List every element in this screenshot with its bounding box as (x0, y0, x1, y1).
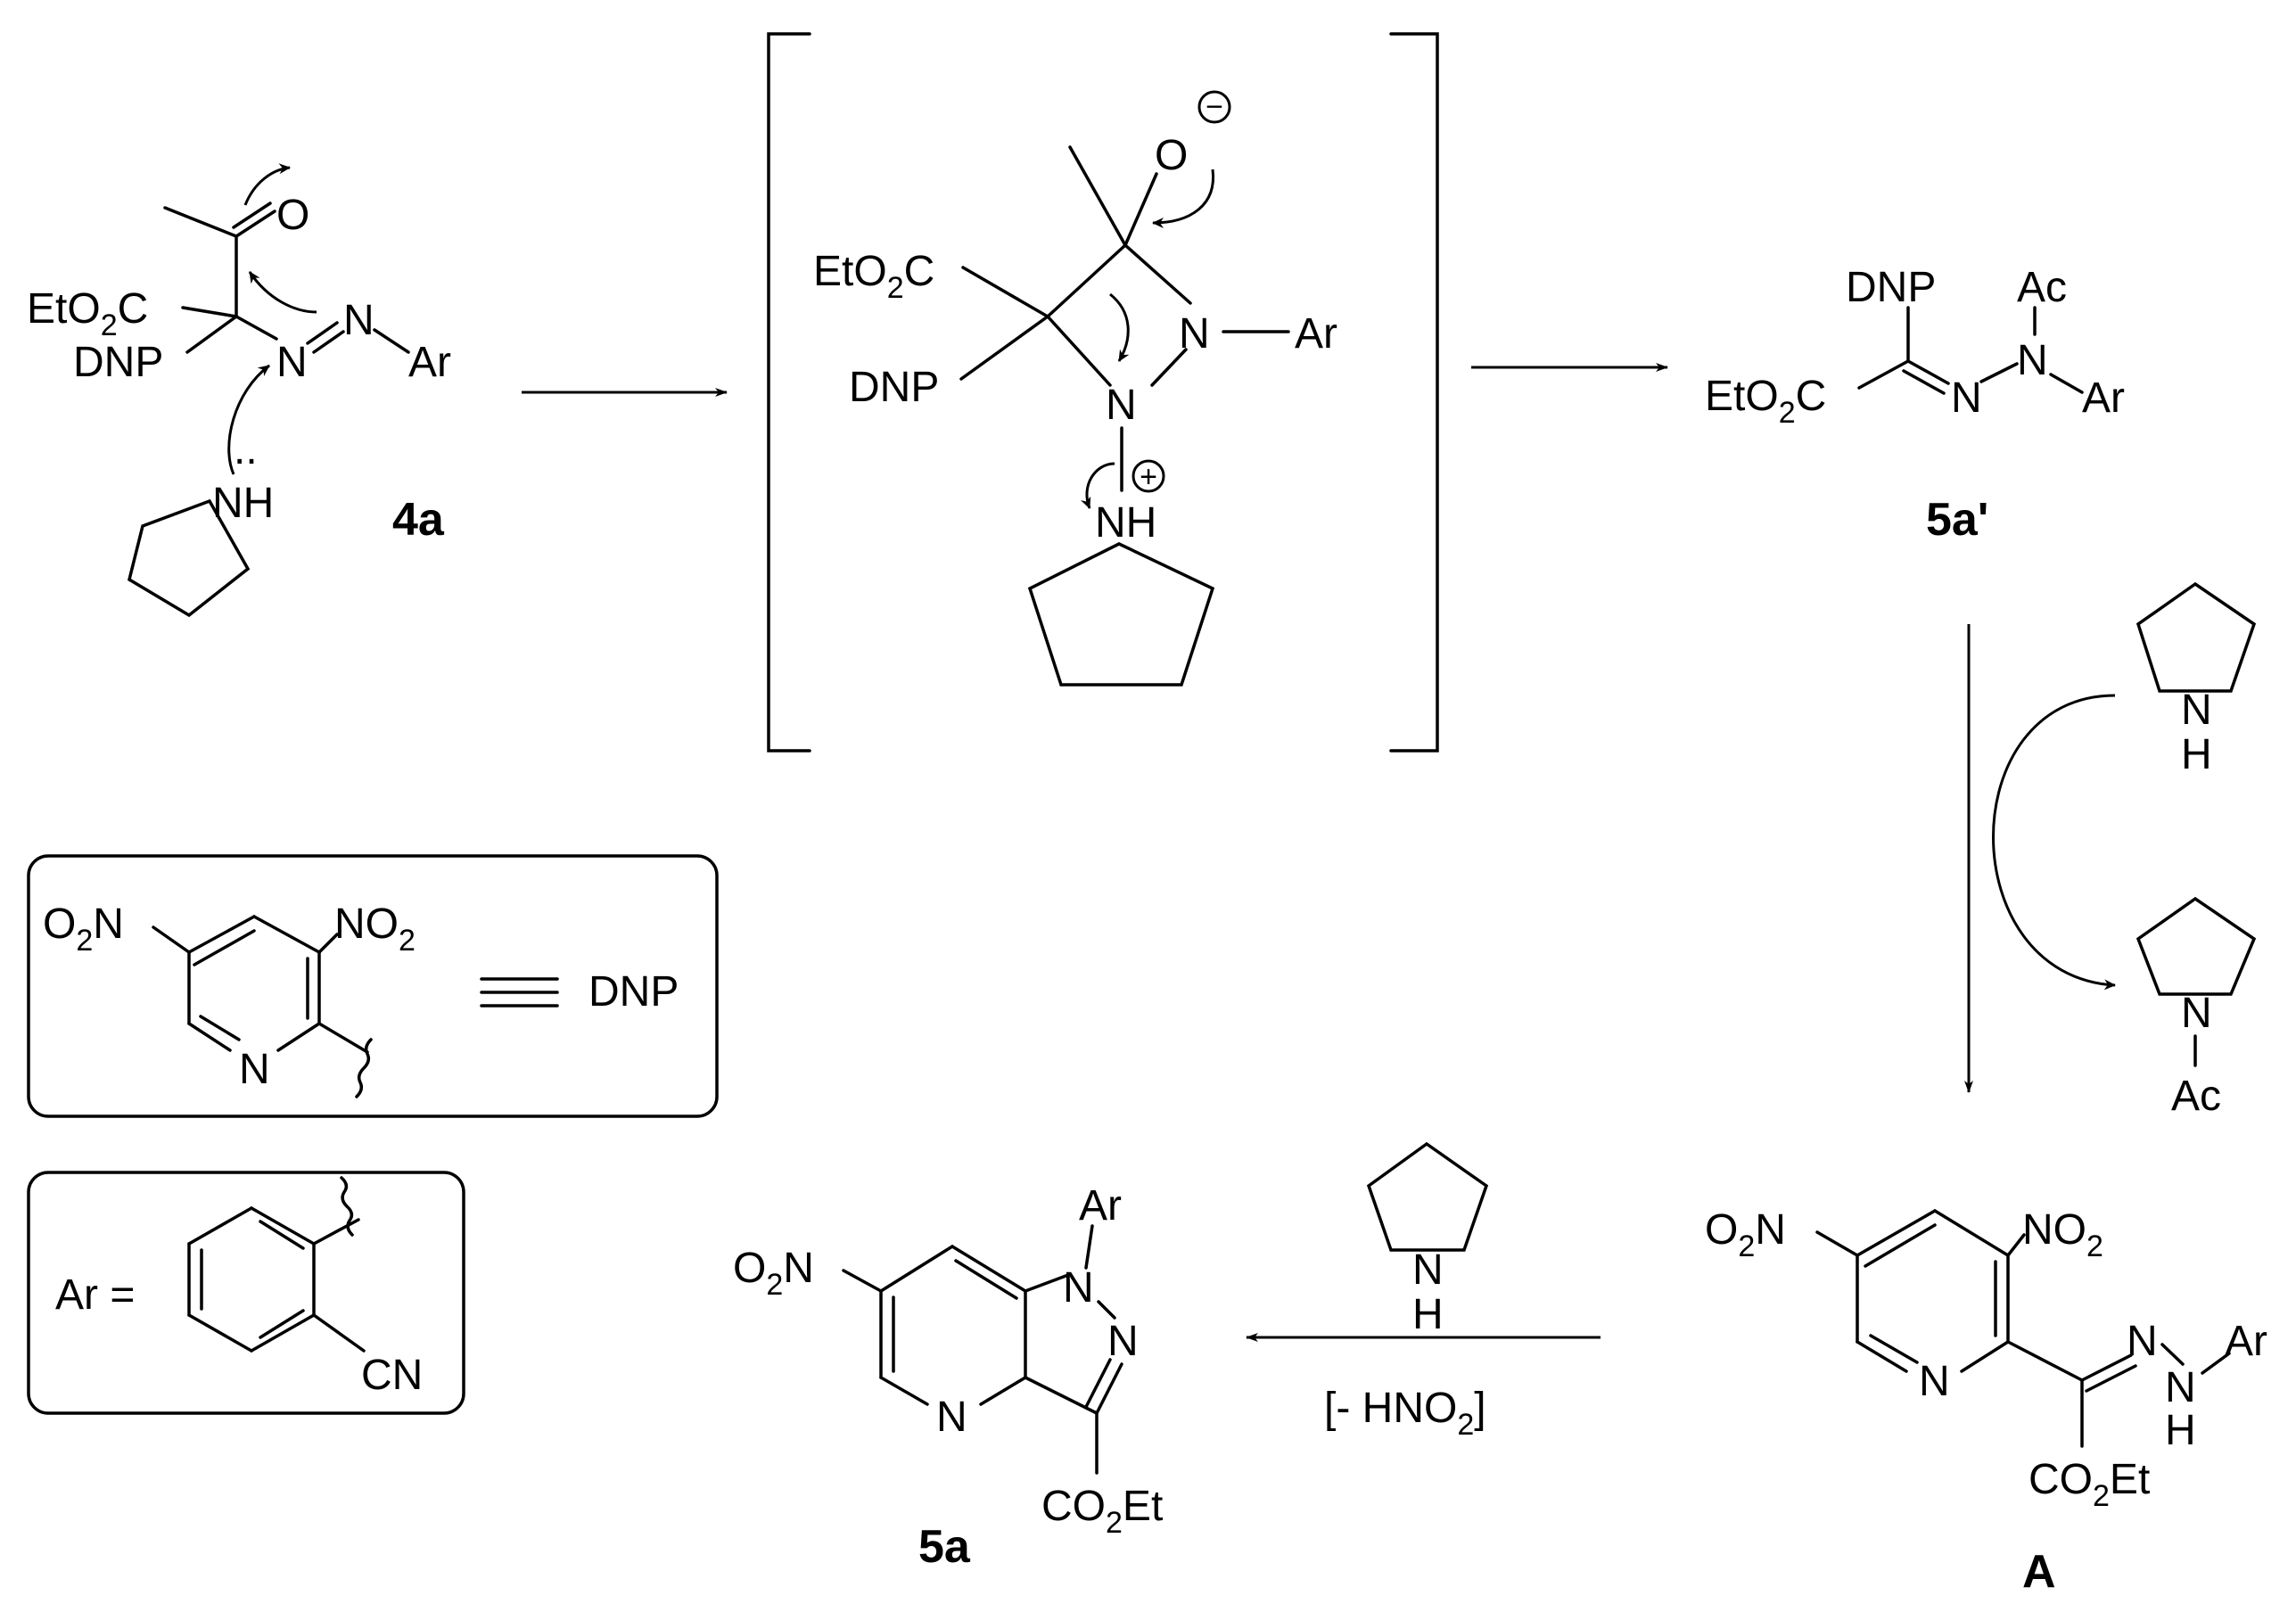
c5ap-ac: Ac (2017, 264, 2067, 311)
c5a-o2n: O2N (733, 1245, 814, 1302)
int-plus: + (1140, 460, 1157, 494)
c5ap-n1: N (1951, 374, 1982, 422)
c4a-curly-arrow-1 (243, 163, 291, 206)
int-curly-arrow-3 (1080, 462, 1115, 509)
legend-dnp-wavy-bond (355, 1038, 373, 1098)
pyrrolidine-acetyl-ring (2136, 896, 2257, 996)
a-co2et: CO2Et (2029, 1456, 2150, 1513)
pyrrolidine-reagent-top: N H (2136, 581, 2257, 778)
c5a-n1: N (1063, 1264, 1094, 1312)
pyrrolidine-mid-h: H (1412, 1291, 1444, 1338)
c4a-oxygen: O (276, 192, 309, 239)
pyrrolidine-acetyl-ac: Ac (2171, 1073, 2221, 1120)
pyrrolidine-top-n: N (2181, 687, 2212, 734)
c4a-curly-arrow-3 (227, 364, 270, 475)
c5a-label: 5a (918, 1521, 971, 1573)
c5ap-ester: EtO2C (1705, 373, 1826, 430)
pyrrolidine-reagent-mid: N H (1366, 1141, 1489, 1338)
legend-dnp-o2n: O2N (43, 901, 124, 958)
bracket-intermediate: O − EtO2C DNP N Ar N NH + (767, 32, 1439, 753)
compound-4a: O EtO2C DNP N N Ar .. NH 4a (27, 163, 451, 618)
a-n2: N (2165, 1364, 2196, 1411)
c4a-pyrrolidine-nh: NH (212, 480, 274, 527)
int-pyrrolidine-ring (1027, 542, 1215, 687)
bracket-right (1389, 32, 1439, 753)
c5a-co2et: CO2Et (1041, 1483, 1163, 1540)
int-ring-n1: N (1179, 310, 1210, 358)
int-dnp: DNP (849, 364, 939, 411)
c4a-curly-arrow-2 (248, 271, 317, 314)
c5ap-label: 5a' (1926, 494, 1988, 546)
c4a-label: 4a (392, 494, 445, 546)
a-h: H (2165, 1407, 2196, 1454)
pyrrolidine-top-h: H (2181, 731, 2212, 778)
c5ap-ar: Ar (2082, 374, 2125, 422)
int-oxygen: O (1155, 132, 1188, 179)
compound-5a: O2N N N Ar N CO2Et 5a (733, 1182, 1163, 1573)
legend-ar-cn: CN (361, 1352, 423, 1399)
int-ar: Ar (1295, 310, 1337, 358)
c4a-ar: Ar (408, 339, 451, 386)
c4a-ester-eto: EtO2C (27, 285, 148, 342)
pyrrolidine-mid-n: N (1412, 1246, 1444, 1294)
int-curly-arrow-2 (1109, 292, 1130, 362)
a-n1: N (2127, 1318, 2158, 1365)
legend-ar-prefix: Ar = (55, 1271, 135, 1319)
int-plus-circle (1132, 459, 1165, 493)
pyrrolidine-acetyl-product: N Ac (2136, 896, 2257, 1120)
compound-A: O2N N NO2 N N H Ar CO2Et A (1705, 1206, 2267, 1598)
bracket-left (767, 32, 811, 753)
c4a-dnp: DNP (73, 339, 163, 386)
compound-5a-prime: DNP Ac EtO2C N N Ar 5a' (1705, 264, 2125, 546)
c5a-ar: Ar (1079, 1182, 1122, 1230)
a-o2n: O2N (1705, 1206, 1786, 1263)
c4a-n2: N (343, 297, 374, 344)
int-ring-n2: N (1106, 382, 1137, 429)
legend-dnp-ring-n: N (239, 1046, 270, 1093)
pyrrolidine-acetyl-n: N (2181, 990, 2212, 1037)
legend-ar-wavy-bond (340, 1176, 354, 1237)
curved-arrow-acyl-transfer (1992, 694, 2116, 991)
pyrrolidine-mid-ring (1366, 1141, 1489, 1252)
c4a-n1: N (276, 339, 308, 386)
a-no2: NO2 (2022, 1206, 2103, 1263)
c5a-n2: N (1107, 1318, 1139, 1365)
byproduct-hno2: [- HNO2] (1324, 1385, 1486, 1442)
c5ap-dnp: DNP (1846, 264, 1936, 311)
c5ap-n2: N (2017, 337, 2048, 384)
c5a-ring-n: N (936, 1394, 967, 1441)
c4a-lone-pair: .. (234, 426, 258, 473)
a-label: A (2022, 1546, 2056, 1598)
legend-dnp-box: O2N N NO2 DNP (27, 854, 719, 1118)
int-ester: EtO2C (813, 248, 934, 305)
a-ring-n: N (1919, 1358, 1950, 1405)
int-minus-circle (1197, 90, 1231, 124)
int-nh: NH (1095, 499, 1156, 547)
legend-ar-box: Ar = CN (27, 1171, 465, 1415)
legend-dnp-no2: NO2 (334, 901, 416, 958)
c4a-pyrrolidine-ring (127, 498, 251, 618)
legend-dnp-label: DNP (588, 968, 679, 1016)
int-minus: − (1206, 90, 1223, 124)
a-ar: Ar (2225, 1318, 2267, 1365)
pyrrolidine-top-ring (2136, 581, 2257, 693)
int-curly-arrow-1 (1152, 169, 1215, 228)
